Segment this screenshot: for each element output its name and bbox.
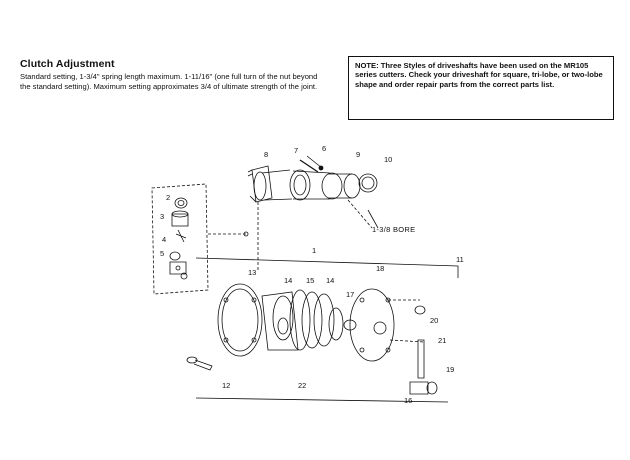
callout-11: 11: [456, 255, 464, 264]
callout-9: 9: [356, 150, 360, 159]
guide-line: [347, 199, 373, 229]
callout-22: 22: [298, 381, 306, 390]
callout-10: 10: [384, 155, 392, 164]
callout-14a: 14: [284, 276, 292, 285]
callout-5: 5: [160, 249, 164, 258]
callout-18: 18: [376, 264, 384, 273]
callout-12: 12: [222, 381, 230, 390]
clutch-pack: [217, 283, 438, 395]
callout-15: 15: [306, 276, 314, 285]
driveshaft-note-box: NOTE: Three Styles of driveshafts have b…: [348, 56, 614, 120]
callout-6: 6: [322, 144, 326, 153]
callout-20: 20: [430, 316, 438, 325]
callout-17: 17: [346, 290, 354, 299]
note-text: NOTE: Three Styles of driveshafts have b…: [355, 61, 603, 89]
shear-bolt-inset: [151, 183, 249, 295]
yoke-assembly: [247, 155, 378, 203]
callout-2: 2: [166, 193, 170, 202]
clutch-adjustment-text: Standard setting, 1-3/4" spring length m…: [20, 72, 318, 91]
callout-19: 19: [446, 365, 454, 374]
bore-label: 1-3/8 BORE: [372, 225, 415, 234]
assembly-bracket-22: [195, 397, 449, 403]
callout-14b: 14: [326, 276, 334, 285]
callout-7: 7: [294, 146, 298, 155]
section-heading: Clutch Adjustment: [20, 58, 115, 70]
callout-1: 1: [312, 246, 316, 255]
bore-leader: [367, 209, 379, 229]
callout-4: 4: [162, 235, 166, 244]
callout-8: 8: [264, 150, 268, 159]
long-bolt: [186, 356, 213, 371]
callout-13: 13: [248, 268, 256, 277]
assembly-bracket-11: [195, 257, 459, 278]
callout-3: 3: [160, 212, 164, 221]
callout-16: 16: [404, 396, 412, 405]
callout-21: 21: [438, 336, 446, 345]
